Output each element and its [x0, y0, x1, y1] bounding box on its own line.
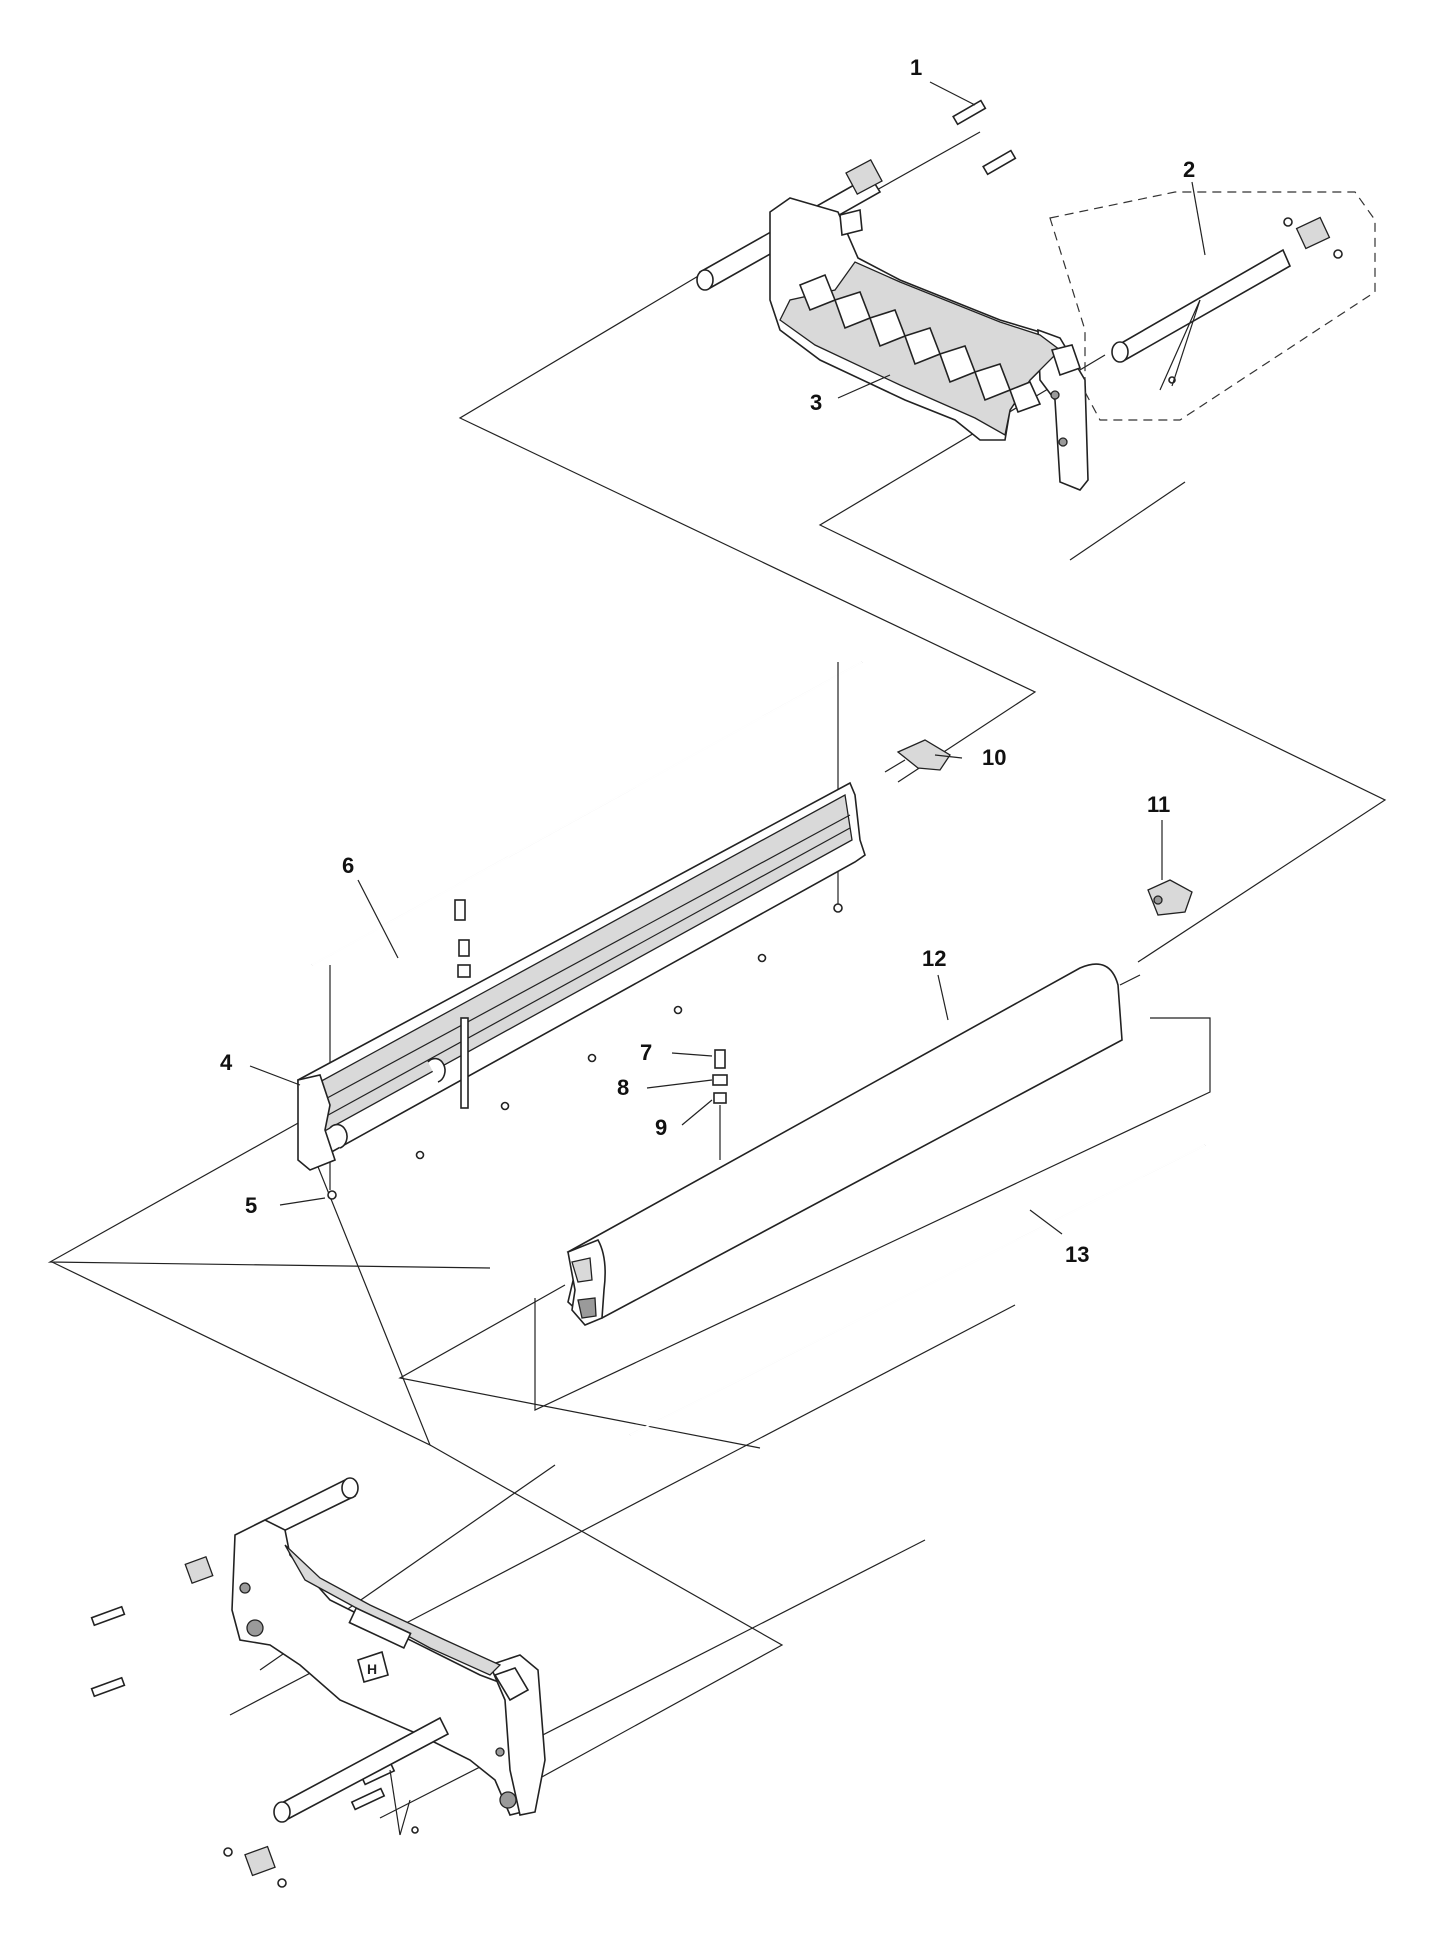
callout-11: 11 [1147, 792, 1170, 817]
callout-2: 2 [1183, 157, 1195, 182]
bottom-end-frame: H [90, 1477, 546, 1888]
top-end-frame [696, 99, 1376, 491]
rod-bottom-upper [253, 1477, 359, 1542]
fastener-stack-7-8-9 [712, 1049, 728, 1160]
callout-6: 6 [342, 853, 354, 878]
assembly-guide-lines [47, 131, 1387, 1819]
cover-12 [566, 963, 1141, 1326]
callout-13: 13 [1065, 1242, 1089, 1267]
beam-4 [297, 781, 866, 1200]
callout-4: 4 [220, 1050, 233, 1075]
callout-10: 10 [982, 745, 1006, 770]
top-frame-body [769, 197, 1089, 491]
bracket-10 [884, 739, 951, 773]
callout-1: 1 [910, 55, 922, 80]
kit-bottom-hardware [223, 1769, 419, 1888]
callout-5: 5 [245, 1193, 257, 1218]
callout-12: 12 [922, 946, 946, 971]
kit-2-dashed-box [1049, 191, 1376, 421]
bolt-pair-top [952, 99, 1017, 176]
small-nuts [415, 953, 767, 1160]
callout-7: 7 [640, 1040, 652, 1065]
rod-13 [629, 1144, 1206, 1436]
bottom-frame-body: H [184, 1519, 546, 1816]
cover-assembly [566, 879, 1206, 1436]
bolts-bottom [90, 1605, 396, 1811]
rod-bottom-lower [273, 1716, 450, 1823]
callout-labels: 1 2 3 4 5 6 7 8 9 10 11 12 13 [220, 55, 1195, 1267]
callout-9: 9 [655, 1115, 667, 1140]
callout-3: 3 [810, 390, 822, 415]
callout-leaders [249, 81, 1206, 1235]
clip-11 [1147, 879, 1193, 916]
beam-assembly [297, 661, 951, 1200]
callout-8: 8 [617, 1075, 629, 1100]
svg-text:H: H [367, 1661, 377, 1677]
